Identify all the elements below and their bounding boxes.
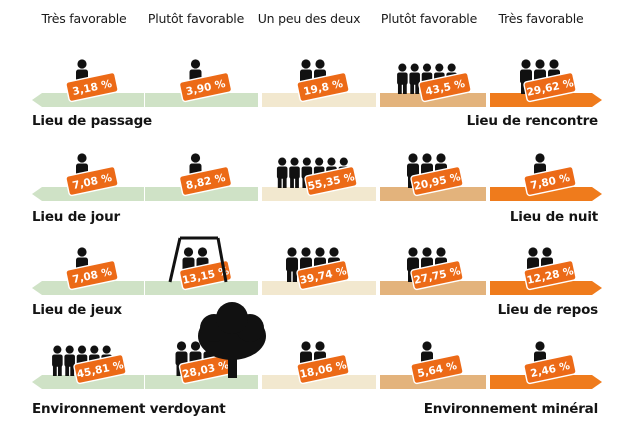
value-bubble: 3,90 %: [178, 71, 233, 103]
chart-row-1: 3,18 % 3,90 % 19,8 % 43,5 % 29,62 %: [32, 59, 602, 107]
band-segment: [262, 281, 376, 295]
band-segment: [145, 187, 258, 201]
column-header-4: Plutôt favorable: [380, 11, 478, 26]
arrow-band-left: [32, 93, 144, 107]
column-header-3: Un peu des deux: [257, 11, 361, 26]
band-segment: [262, 375, 376, 389]
value-bubble: 18,06 %: [296, 353, 350, 385]
band-segment: [145, 93, 258, 107]
band-segment: [380, 187, 486, 201]
chart-row-4: 45,81 % 28,03 % 18,06 % 5,64 % 2,46 %: [32, 341, 602, 389]
arrow-band-right: [490, 281, 602, 295]
value-bubble: 13,15 %: [178, 259, 233, 291]
arrow-band-right: [490, 375, 602, 389]
band-segment: [145, 375, 258, 389]
row-label-left-3: Lieu de jeux: [32, 302, 122, 318]
value-bubble: 20,95 %: [410, 165, 464, 197]
value-bubble: 12,28 %: [523, 259, 577, 291]
person-icon: [289, 157, 300, 188]
value-bubble: 3,18 %: [65, 71, 119, 103]
arrow-band-left: [32, 187, 144, 201]
value-bubble: 19,8 %: [296, 71, 350, 103]
column-header-2: Plutôt favorable: [147, 11, 245, 26]
value-bubble: 27,75 %: [410, 259, 464, 291]
band-segment: [380, 281, 486, 295]
value-bubble: 28,03 %: [178, 353, 233, 385]
chart-row-2: 7,08 % 8,82 % 55,35 % 20,95 % 7,80 %: [32, 153, 602, 201]
person-icon: [276, 157, 288, 188]
row-label-right-3: Lieu de repos: [497, 302, 599, 318]
value-bubble: 8,82 %: [178, 165, 233, 197]
value-bubble: 7,08 %: [65, 165, 119, 197]
tree-icon: [198, 302, 266, 378]
row-label-right-1: Lieu de rencontre: [466, 113, 599, 129]
value-bubble: 7,08 %: [65, 259, 119, 291]
value-bubble: 43,5 %: [418, 71, 472, 103]
value-bubble: 45,81 %: [73, 353, 127, 385]
value-bubble: 7,80 %: [523, 165, 577, 197]
band-segment: [145, 281, 258, 295]
value-bubble: 29,62 %: [523, 71, 577, 103]
value-bubble: 5,64 %: [410, 353, 464, 385]
chart-row-3: 7,08 % 13,15 % 39,74 % 27,75 % 12,28 %: [32, 247, 602, 295]
column-header-5: Très favorable: [498, 11, 584, 26]
row-label-right-2: Lieu de nuit: [509, 209, 598, 225]
row-label-left-4: Environnement verdoyant: [32, 401, 226, 417]
value-bubble: 39,74 %: [296, 259, 350, 291]
arrow-band-right: [490, 187, 602, 201]
row-label-left-1: Lieu de passage: [32, 113, 152, 129]
arrow-band-left: [32, 281, 144, 295]
band-segment: [262, 93, 376, 107]
value-bubble: 55,35 %: [304, 165, 358, 197]
column-header-1: Très favorable: [41, 11, 127, 26]
row-label-left-2: Lieu de jour: [32, 209, 120, 225]
swing-set-icon: [168, 236, 228, 283]
person-icon: [397, 63, 408, 94]
band-segment: [380, 375, 486, 389]
value-bubble: 2,46 %: [523, 353, 577, 385]
arrow-band-right: [490, 93, 602, 107]
person-icon: [52, 345, 63, 376]
person-icon: [409, 63, 420, 94]
person-icon: [286, 247, 298, 282]
row-label-right-4: Environnement minéral: [423, 401, 598, 417]
person-icon: [64, 345, 75, 376]
